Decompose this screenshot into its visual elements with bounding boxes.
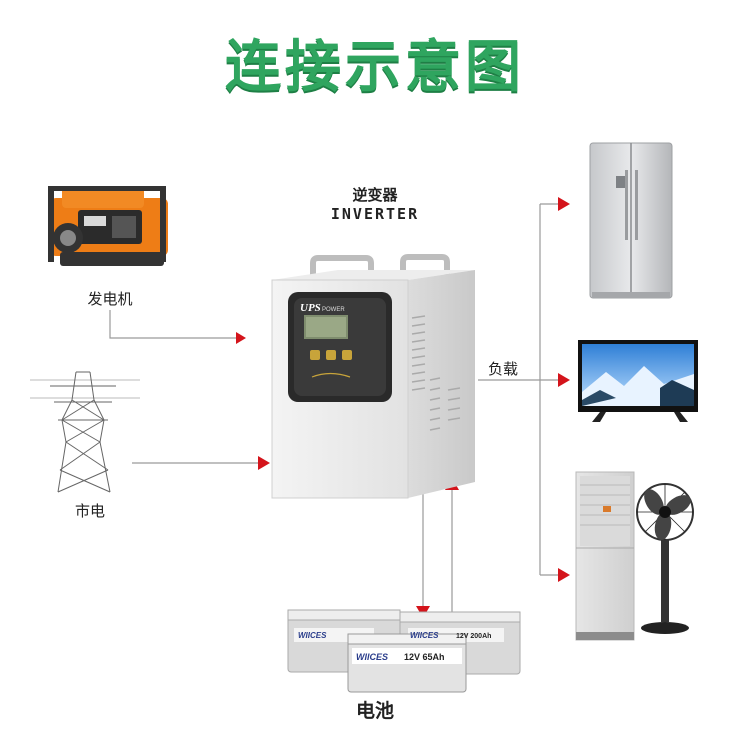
- arrow-ac: [558, 568, 570, 582]
- arrow-tv: [558, 373, 570, 387]
- battery-brand-2: WIICES: [410, 631, 439, 640]
- generator-label: 发电机: [87, 290, 133, 308]
- battery-brand-3: WIICES: [356, 652, 388, 662]
- generator-line: [109, 310, 236, 339]
- arrow-fridge: [558, 197, 570, 211]
- generator-icon: [48, 186, 168, 266]
- panel-brand: UPS: [300, 302, 321, 314]
- diagram-title: 连接示意图: [225, 35, 525, 100]
- inverter-icon: [271, 254, 475, 499]
- arrow-grid: [258, 456, 270, 470]
- battery-spec-3: 12V 65Ah: [404, 652, 445, 662]
- battery-spec-2: 12V 200Ah: [456, 633, 491, 640]
- load-label: 负载: [488, 360, 519, 378]
- inverter-label-cn: 逆变器: [352, 186, 398, 204]
- battery-icon: [287, 609, 521, 693]
- inverter-label-en: INVERTER: [330, 205, 420, 223]
- power-tower-icon: [30, 371, 140, 493]
- grid-label: 市电: [74, 502, 105, 520]
- arrow-generator: [236, 332, 246, 344]
- battery-label: 电池: [355, 700, 394, 722]
- battery-brand-1: WIICES: [298, 631, 327, 640]
- panel-sub: POWER: [322, 307, 345, 313]
- air-conditioner-icon: [575, 471, 635, 641]
- refrigerator-icon: [589, 142, 673, 299]
- connection-lines: [109, 203, 560, 615]
- tv-icon: [578, 340, 698, 422]
- fan-icon: [636, 483, 694, 634]
